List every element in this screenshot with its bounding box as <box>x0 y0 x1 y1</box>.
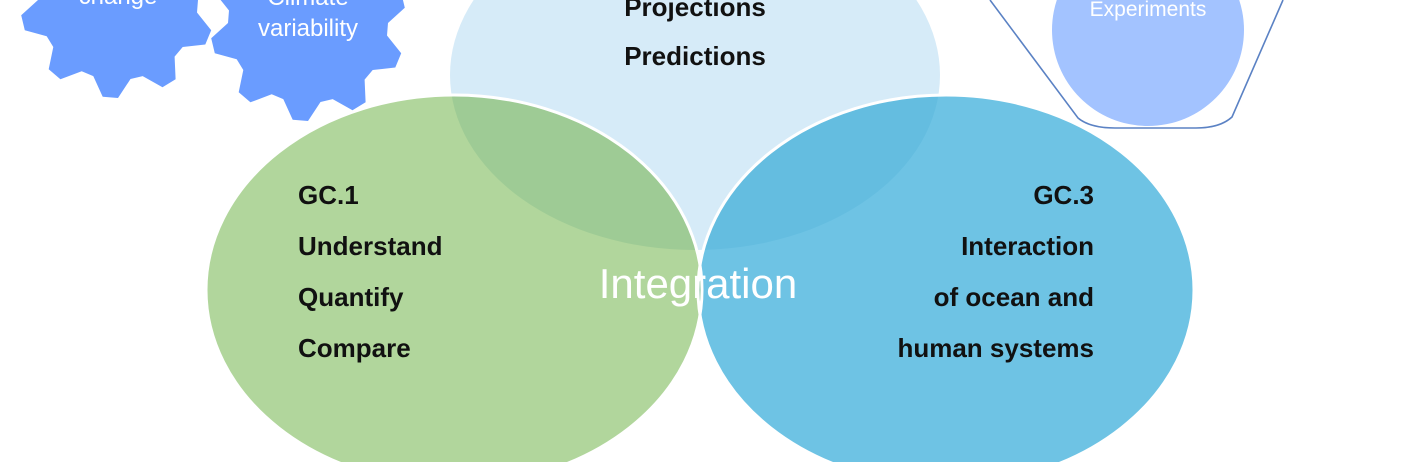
funnel-outline <box>989 0 1284 129</box>
integration-label: Integration <box>599 260 797 307</box>
overlap-top-left <box>450 95 702 250</box>
experiments-funnel: Experiments <box>989 0 1284 129</box>
gear-label-line: variability <box>258 15 358 42</box>
overlap-top-right <box>698 95 940 250</box>
top-label-line: Predictions <box>624 41 766 71</box>
experiments-circle <box>1052 0 1244 126</box>
outline-left <box>204 93 704 462</box>
gear-label-line: Climate <box>267 0 348 11</box>
gear-icon-climate-change: change <box>21 0 212 98</box>
gear-icon-climate-variability: Climate variability <box>211 0 405 121</box>
gear-shape <box>211 0 405 121</box>
gc1-label-line: Compare <box>298 333 411 363</box>
gc3-label-line: human systems <box>897 333 1094 363</box>
outline-right <box>696 93 1196 462</box>
gc1-label-line: Quantify <box>298 282 404 312</box>
gear-label-line: change <box>79 0 158 10</box>
gc3-label-line: GC.3 <box>1033 180 1094 210</box>
experiments-label: Experiments <box>1090 0 1207 21</box>
gc3-label-line: of ocean and <box>934 282 1094 312</box>
gear-shape <box>21 0 212 98</box>
gc1-label-line: GC.1 <box>298 180 359 210</box>
gc1-label-line: Understand <box>298 231 442 261</box>
gc3-label-line: Interaction <box>961 231 1094 261</box>
top-label-line: Projections <box>624 0 766 22</box>
